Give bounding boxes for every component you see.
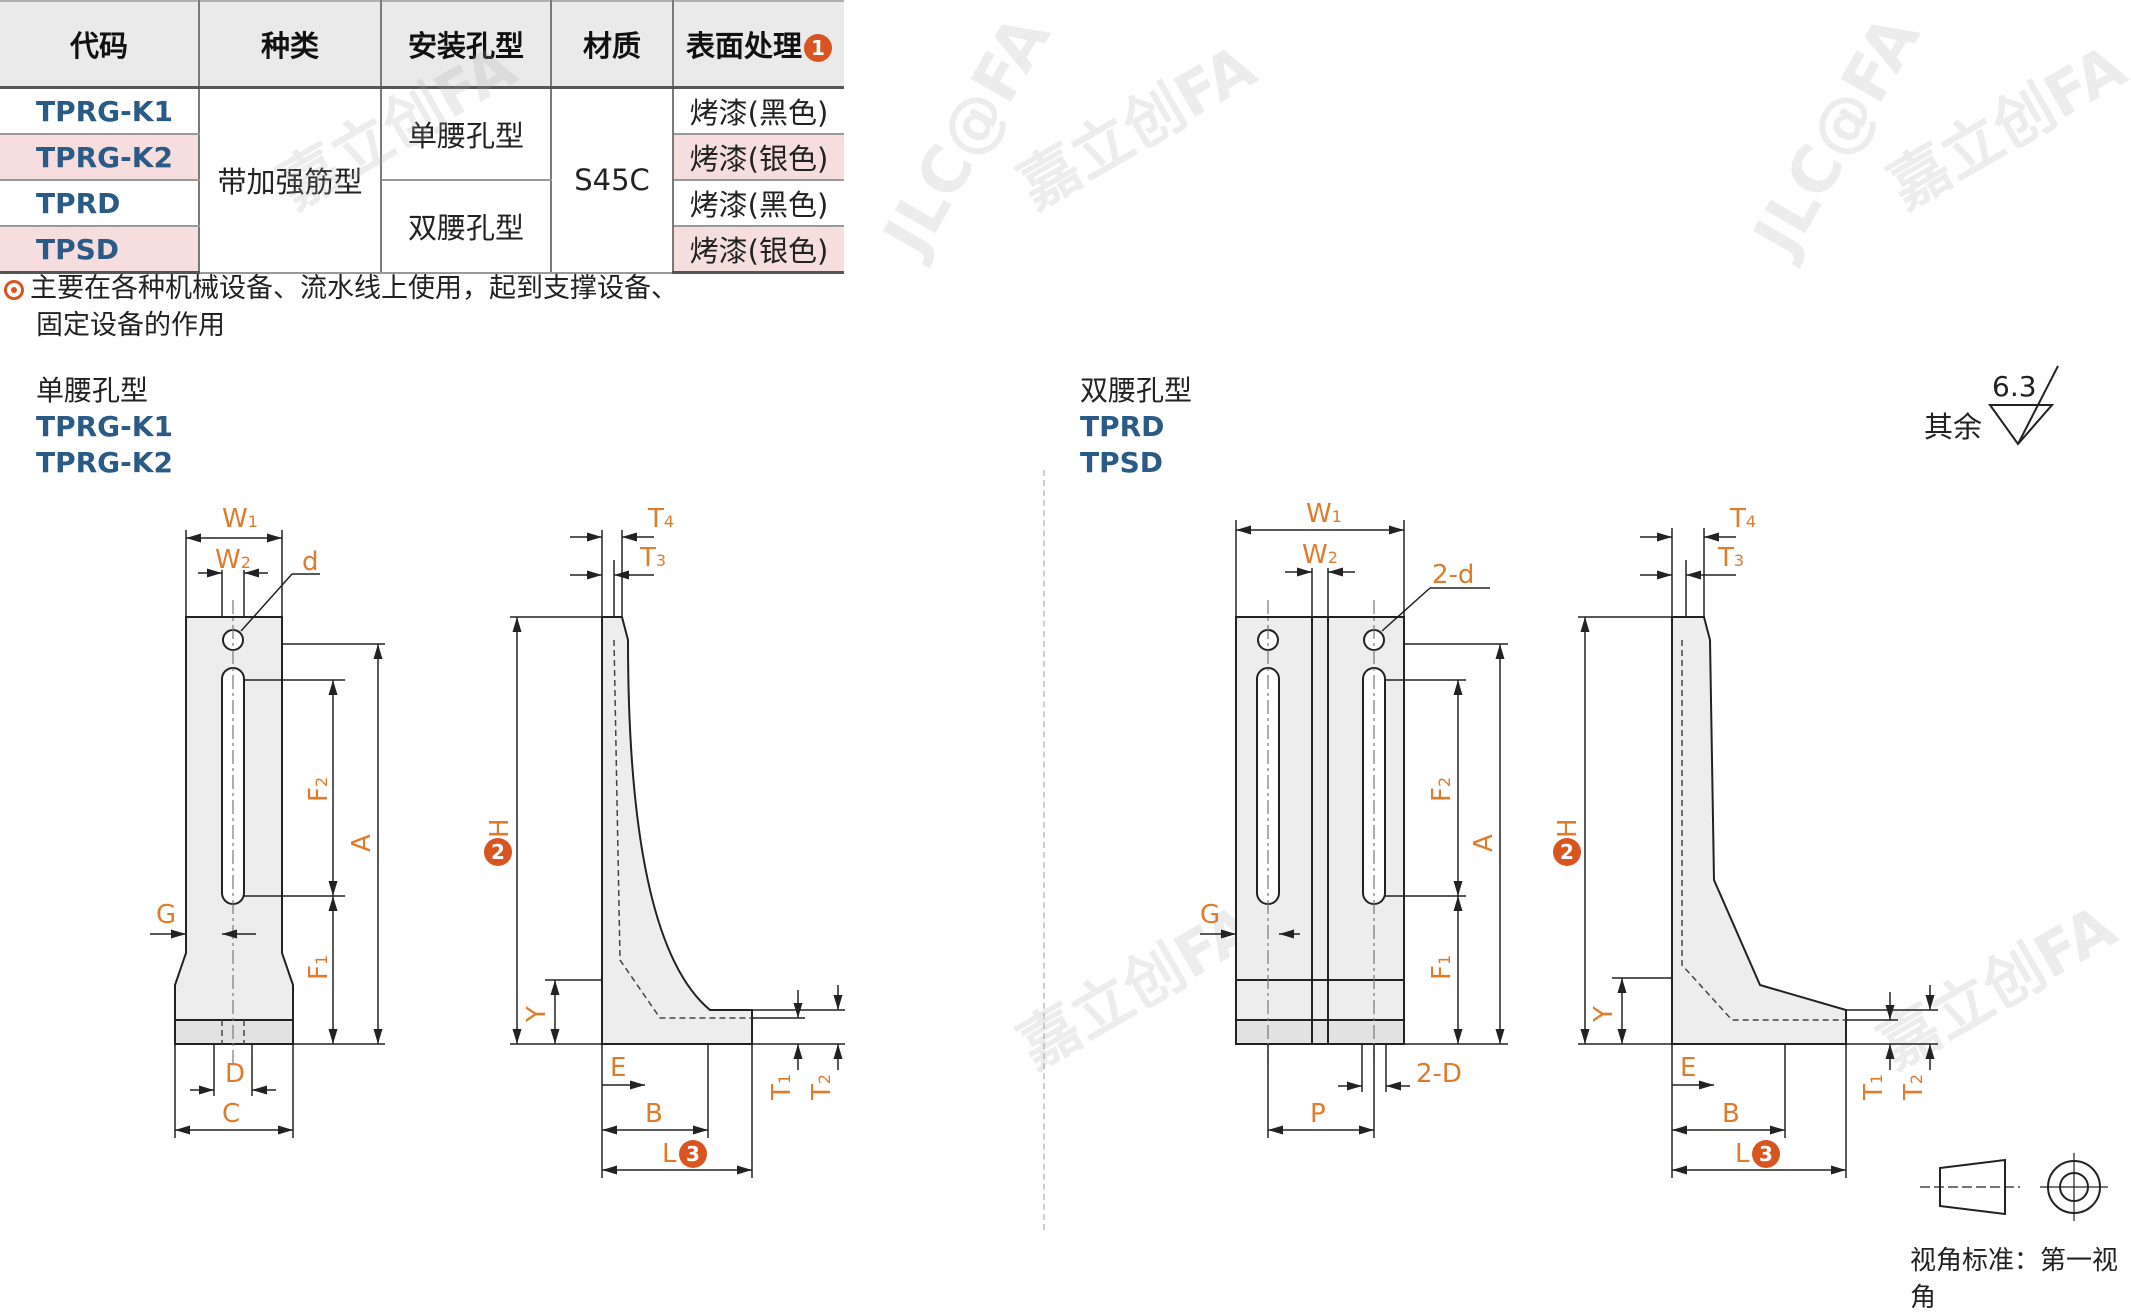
dim-d-bore: D (225, 1059, 245, 1089)
dim-t1: T1 (1859, 1074, 1889, 1101)
section-double-heading: 双腰孔型 TPRD TPSD (1080, 373, 1192, 481)
badge-3-icon: 3 (679, 1140, 707, 1168)
dim-b: B (1722, 1099, 1740, 1129)
bullet-icon (4, 279, 24, 300)
table-row: TPRG-K2 烤漆(银色) (0, 134, 844, 181)
dim-g: G (156, 900, 176, 930)
single-side-view (601, 616, 753, 1045)
dim-l: L (1735, 1139, 1750, 1169)
dim-w2: W2 (215, 545, 251, 575)
table-row: TPRG-K1 带加强筋型 单腰孔型 S45C 烤漆(黑色) (0, 87, 844, 274)
header-code: 代码 (0, 0, 200, 89)
dim-t4: T4 (647, 504, 674, 534)
dim-t3: T3 (639, 543, 666, 573)
dim-b: B (645, 1099, 663, 1129)
section-single-code-2: TPRG-K2 (36, 446, 173, 479)
dim-e: E (610, 1053, 626, 1083)
roughness-symbol (1988, 365, 2059, 446)
dim-h: H (485, 818, 515, 838)
cell-hole-double: 双腰孔型 (381, 180, 552, 274)
dim-y: Y (522, 1006, 552, 1023)
dim-p: P (1310, 1099, 1326, 1129)
dim-y: Y (1589, 1006, 1619, 1023)
note-line-1: 主要在各种机械设备、流水线上使用，起到支撑设备、 (30, 273, 678, 304)
single-front-view (174, 616, 294, 1045)
dim-t2: T2 (807, 1074, 837, 1101)
dim-h: H (1553, 818, 1583, 838)
header-material: 材质 (551, 0, 674, 89)
cell-hole-single: 单腰孔型 (381, 87, 552, 181)
table-row: TPRD 双腰孔型 烤漆(黑色) (0, 180, 844, 274)
dim-f1: F1 (304, 955, 334, 980)
dim-e: E (1680, 1053, 1696, 1083)
cell-material: S45C (551, 87, 674, 274)
note-badge-1: 1 (804, 34, 832, 62)
dim-w1: W1 (222, 504, 258, 534)
dim-d: d (302, 547, 319, 577)
section-single-title: 单腰孔型 (36, 374, 149, 407)
row-surface: 烤漆(黑色) (673, 180, 844, 227)
svg-text:2: 2 (491, 840, 505, 864)
section-double-title: 双腰孔型 (1080, 374, 1193, 407)
usage-note: 主要在各种机械设备、流水线上使用，起到支撑设备、 固定设备的作用 (4, 270, 678, 344)
row-code: TPRG-K1 (0, 87, 200, 135)
dim-a: A (347, 834, 377, 852)
table-row: TPSD 烤漆(银色) (0, 226, 844, 274)
section-divider (1043, 470, 1045, 1230)
row-code: TPRG-K2 (0, 134, 200, 181)
projection-symbol-icon (1920, 1153, 2108, 1221)
row-code: TPSD (0, 226, 200, 274)
svg-text:3: 3 (686, 1142, 700, 1166)
dim-w1: W1 (1306, 499, 1342, 529)
double-front-view (1235, 616, 1405, 1045)
row-surface: 烤漆(黑色) (673, 87, 844, 135)
dim-t3: T3 (1717, 543, 1744, 573)
dim-t2: T2 (1899, 1074, 1929, 1101)
svg-text:2: 2 (1560, 840, 1574, 864)
section-double-code-1: TPRD (1080, 410, 1165, 443)
dim-l: L (662, 1139, 677, 1169)
technical-drawings: W1 W2 d G D C A F2 F1 T4 T3 H Y E B L T1… (150, 365, 2108, 1221)
dim-g: G (1200, 900, 1220, 930)
row-surface: 烤漆(银色) (673, 226, 844, 274)
dim-a: A (1469, 834, 1499, 852)
section-single-code-1: TPRG-K1 (36, 410, 173, 443)
roughness-value: 6.3 (1992, 370, 2037, 403)
header-type: 种类 (199, 0, 382, 89)
section-single-heading: 单腰孔型 TPRG-K1 TPRG-K2 (36, 373, 173, 481)
row-code: TPRD (0, 180, 200, 227)
dim-w2: W2 (1302, 540, 1338, 570)
row-surface: 烤漆(银色) (673, 134, 844, 181)
badge-2-icon: 2 (1553, 838, 1581, 866)
dim-f2: F2 (304, 777, 334, 802)
dim-t1: T1 (767, 1074, 797, 1101)
dim-f1: F1 (1427, 955, 1457, 980)
header-hole-type: 安装孔型 (381, 0, 552, 89)
dim-2d: 2-d (1432, 560, 1474, 590)
note-line-2: 固定设备的作用 (36, 310, 225, 341)
dim-2d-bore: 2-D (1416, 1059, 1462, 1089)
svg-text:3: 3 (1759, 1142, 1773, 1166)
dim-t4: T4 (1729, 504, 1756, 534)
roughness-label: 其余 (1924, 410, 1983, 444)
badge-2-icon: 2 (484, 838, 512, 866)
header-surface-label: 表面处理 (685, 29, 802, 63)
cell-type: 带加强筋型 (199, 87, 382, 274)
view-standard: 视角标准：第一视角 (1910, 1246, 2119, 1313)
badge-3-icon: 3 (1752, 1140, 1780, 1168)
dim-c: C (222, 1099, 240, 1129)
section-double-code-2: TPSD (1080, 446, 1164, 479)
dim-f2: F2 (1427, 777, 1457, 802)
double-side-view (1671, 616, 1847, 1045)
